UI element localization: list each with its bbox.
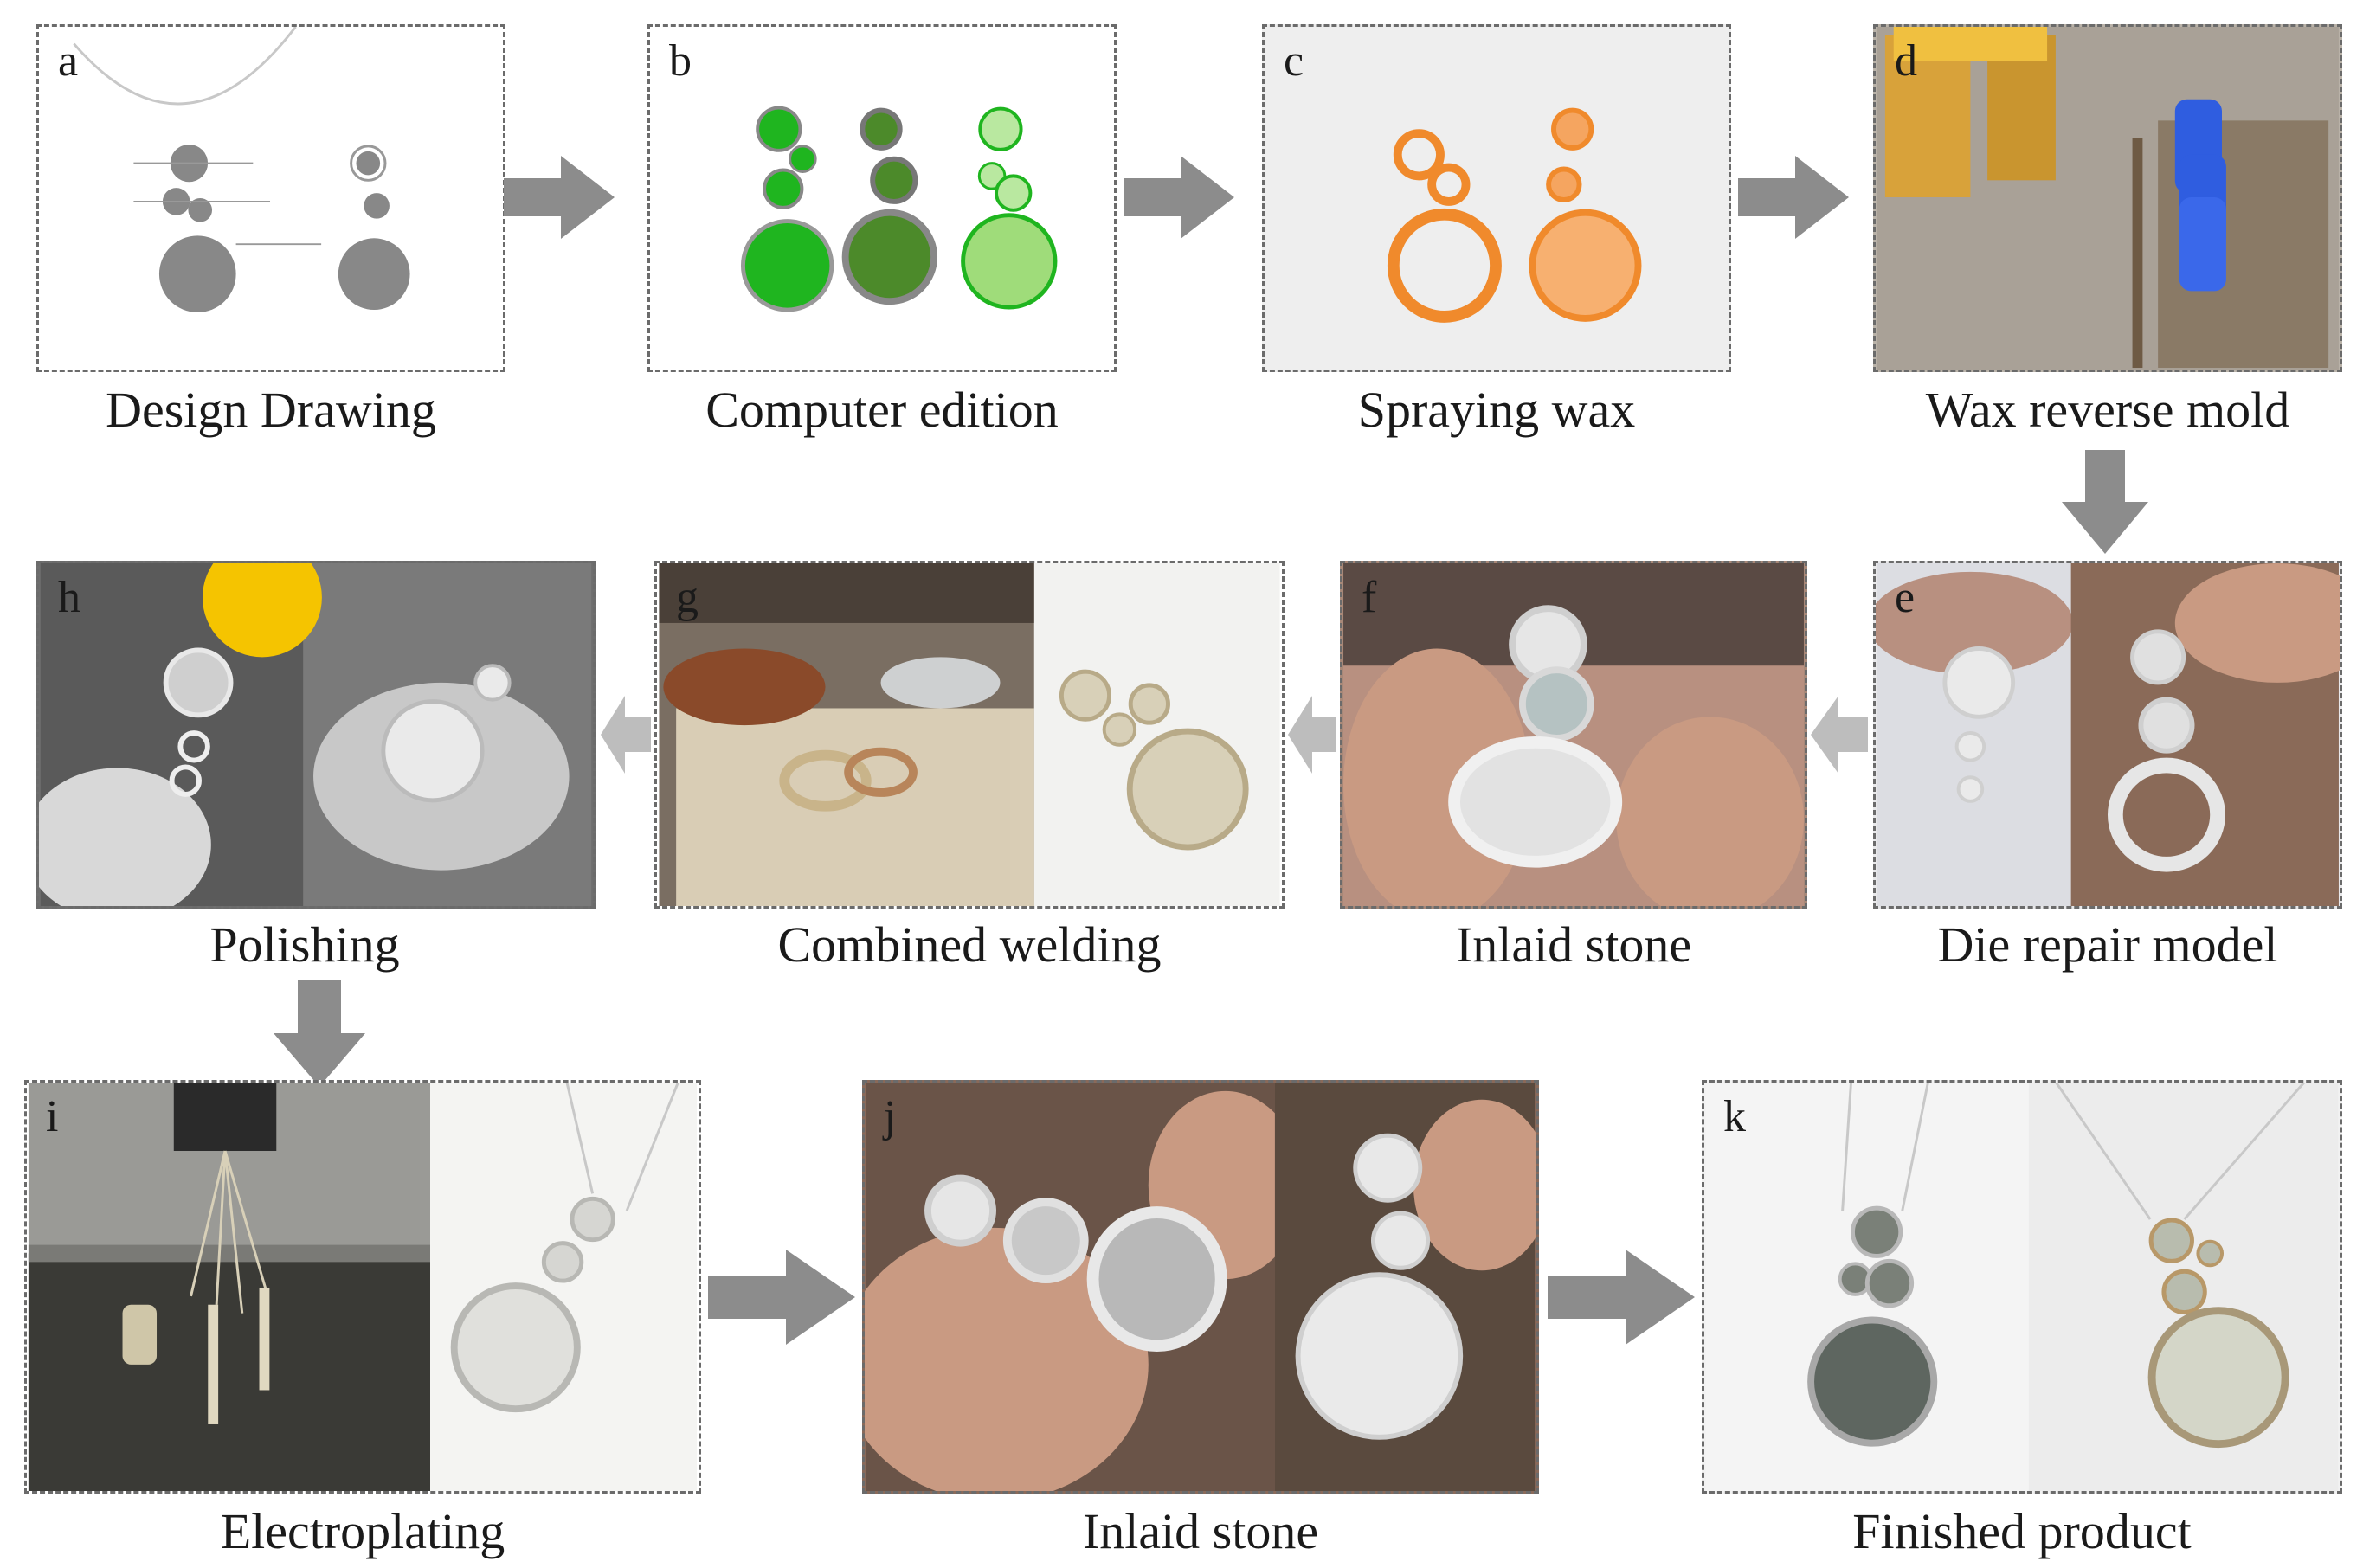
wax-models-photo (1387, 107, 1642, 323)
panel-k-finished-product: k (1702, 1080, 2342, 1494)
caption-polishing: Polishing (209, 916, 400, 973)
arrow-left-icon (601, 696, 651, 774)
arrow-right-icon (1548, 1250, 1695, 1345)
caption-combined-welding: Combined welding (777, 916, 1162, 973)
panel-label: k (1723, 1092, 1746, 1141)
panel-h-polishing: h (36, 561, 596, 909)
design-drawing-illustration (73, 27, 410, 312)
panel-b-computer-edition: b (647, 24, 1117, 372)
caption-design-drawing: Design Drawing (106, 382, 436, 438)
panel-label: d (1895, 36, 1917, 86)
panel-g-combined-welding: g (654, 561, 1285, 909)
panel-label: b (669, 36, 692, 86)
panel-label: h (58, 573, 80, 622)
panel-a-design-drawing: a (36, 24, 505, 372)
die-repair-photo (1876, 563, 2340, 906)
caption-die-repair-model: Die repair model (1937, 916, 2278, 973)
inlaid-stone-photo-2 (865, 1083, 1536, 1491)
arrow-right-icon (708, 1250, 855, 1345)
panel-j-inlaid-stone: j (862, 1080, 1539, 1494)
panel-label: j (884, 1092, 897, 1141)
caption-finished-product: Finished product (1852, 1503, 2192, 1559)
mold-photo (1877, 27, 2339, 370)
panel-f-inlaid-stone: f (1340, 561, 1807, 909)
arrow-down-icon (274, 980, 365, 1087)
inlaid-stone-photo (1343, 563, 1804, 906)
panel-d-wax-reverse-mold: d (1873, 24, 2342, 372)
panel-label: a (58, 36, 79, 86)
arrow-right-icon (1738, 156, 1849, 239)
caption-inlaid-stone-j: Inlaid stone (1082, 1503, 1319, 1559)
panel-i-electroplating: i (24, 1080, 701, 1494)
panel-c-spraying-wax: c (1262, 24, 1731, 372)
caption-electroplating: Electroplating (220, 1503, 505, 1559)
computer-edition-render (740, 106, 1058, 312)
panel-e-die-repair-model: e (1873, 561, 2342, 909)
caption-spraying-wax: Spraying wax (1357, 382, 1636, 438)
arrow-left-icon (1811, 696, 1868, 774)
panel-label: c (1284, 36, 1304, 86)
finished-product-photo (1705, 1083, 2339, 1491)
panel-label: g (676, 573, 699, 622)
electroplating-photo (28, 1083, 698, 1491)
caption-inlaid-stone-f: Inlaid stone (1455, 916, 1692, 973)
panel-label: i (46, 1092, 59, 1141)
arrow-right-icon (504, 156, 615, 239)
caption-wax-reverse-mold: Wax reverse mold (1925, 382, 2290, 438)
arrow-down-icon (2062, 450, 2148, 554)
caption-computer-edition: Computer edition (705, 382, 1059, 438)
polishing-photo (39, 563, 592, 906)
welding-photo (659, 563, 1280, 906)
arrow-left-icon (1288, 696, 1336, 774)
arrow-right-icon (1124, 156, 1234, 239)
panel-label: f (1362, 573, 1377, 622)
panel-label: e (1895, 573, 1916, 622)
